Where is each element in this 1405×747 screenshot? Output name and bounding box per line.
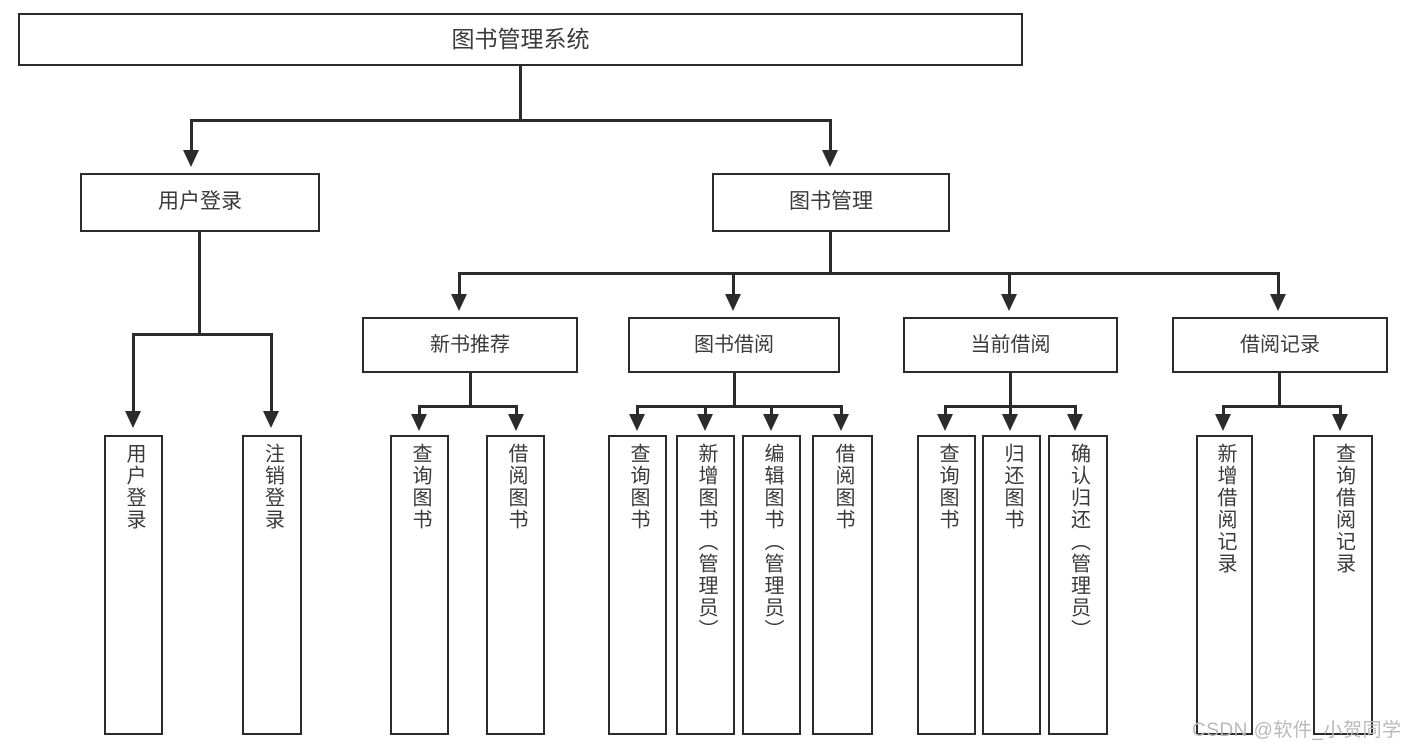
edge-borrow-record-split-bar — [1222, 405, 1342, 408]
node-label: 查询借阅记录 — [1332, 443, 1355, 575]
arrowhead-borrow-record-leaf-2 — [1332, 414, 1348, 431]
node-user-login[interactable]: 用户登录 — [80, 173, 320, 232]
node-label: 图书借阅 — [694, 333, 774, 356]
arrowhead-book-borrow-leaf-4 — [833, 414, 849, 431]
edge-book-manage-to-borrow-record — [1277, 272, 1280, 296]
edge-root-to-book-manage — [829, 119, 832, 152]
edge-user-login-to-leaf-2 — [270, 333, 273, 413]
leaf-book-borrow-borrow-book[interactable]: 借阅图书 — [812, 435, 873, 735]
edge-root-split-bar — [190, 119, 832, 122]
edge-user-login-stem — [198, 232, 201, 334]
node-label: 注销登录 — [261, 443, 284, 531]
edge-current-borrow-to-leaf-2 — [1009, 405, 1012, 417]
edge-book-manage-to-new-book — [458, 272, 461, 296]
leaf-current-borrow-query-book[interactable]: 查询图书 — [917, 435, 976, 735]
edge-book-manage-to-current-borrow — [1008, 272, 1011, 296]
node-current-borrow[interactable]: 当前借阅 — [903, 317, 1118, 373]
edge-new-book-stem — [469, 373, 472, 406]
leaf-new-book-query-book[interactable]: 查询图书 — [390, 435, 449, 735]
edge-book-manage-to-book-borrow — [732, 272, 735, 296]
arrowhead-new-book-leaf-1 — [411, 414, 427, 431]
edge-book-borrow-to-leaf-2 — [704, 405, 707, 417]
leaf-current-borrow-confirm-return-admin[interactable]: 确认归还（管理员） — [1048, 435, 1108, 735]
node-label: 查询图书 — [409, 443, 431, 531]
leaf-new-book-borrow-book[interactable]: 借阅图书 — [486, 435, 545, 735]
edge-borrow-record-to-leaf-2 — [1339, 405, 1342, 417]
node-label: 用户登录 — [158, 190, 242, 214]
node-label: 当前借阅 — [970, 333, 1051, 356]
leaf-user-login-login[interactable]: 用户登录 — [104, 435, 163, 735]
node-label: 查询图书 — [627, 443, 649, 531]
arrowhead-book-borrow — [725, 294, 741, 311]
edge-user-login-split-bar — [132, 333, 270, 336]
edge-book-borrow-split-bar — [636, 405, 843, 408]
arrowhead-user-login-leaf-2 — [263, 411, 279, 428]
leaf-book-borrow-query-book[interactable]: 查询图书 — [608, 435, 667, 735]
arrowhead-user-login — [183, 150, 199, 167]
node-label: 借阅图书 — [832, 443, 854, 531]
arrowhead-current-borrow-leaf-1 — [937, 414, 953, 431]
arrowhead-book-borrow-leaf-2 — [697, 414, 713, 431]
leaf-book-borrow-add-book-admin[interactable]: 新增图书（管理员） — [676, 435, 735, 735]
edge-new-book-split-bar — [418, 405, 518, 408]
node-borrow-record[interactable]: 借阅记录 — [1172, 317, 1388, 373]
csdn-watermark: CSDN @软件_小贺同学 — [1192, 720, 1402, 741]
arrowhead-current-borrow-leaf-3 — [1067, 414, 1083, 431]
node-label: 新书推荐 — [430, 333, 510, 356]
node-label: 借阅图书 — [505, 443, 527, 531]
edge-root-to-user-login — [190, 119, 193, 152]
edge-root-stem — [519, 66, 522, 119]
node-label: 新增借阅记录 — [1214, 443, 1236, 575]
arrowhead-book-manage — [822, 150, 838, 167]
leaf-current-borrow-return-book[interactable]: 归还图书 — [982, 435, 1041, 735]
edge-user-login-to-leaf-1 — [132, 333, 135, 413]
arrowhead-new-book-leaf-2 — [508, 414, 524, 431]
leaf-borrow-record-add-record[interactable]: 新增借阅记录 — [1196, 435, 1253, 735]
arrowhead-borrow-record-leaf-1 — [1215, 414, 1231, 431]
edge-book-borrow-stem — [733, 373, 736, 406]
node-label: 查询图书 — [936, 443, 958, 531]
node-new-book-recommend[interactable]: 新书推荐 — [362, 317, 578, 373]
edge-current-borrow-to-leaf-1 — [944, 405, 947, 417]
node-label: 图书管理 — [789, 190, 873, 214]
edge-borrow-record-to-leaf-1 — [1222, 405, 1225, 417]
arrowhead-borrow-record — [1270, 294, 1286, 311]
node-label: 新增图书（管理员） — [695, 443, 717, 641]
leaf-book-borrow-edit-book-admin[interactable]: 编辑图书（管理员） — [742, 435, 801, 735]
leaf-borrow-record-query-record[interactable]: 查询借阅记录 — [1313, 435, 1373, 735]
node-label: 借阅记录 — [1240, 333, 1320, 356]
edge-book-borrow-to-leaf-3 — [770, 405, 773, 417]
arrowhead-current-borrow-leaf-2 — [1002, 414, 1018, 431]
leaf-user-login-logout[interactable]: 注销登录 — [242, 435, 302, 735]
edge-new-book-to-leaf-2 — [515, 405, 518, 417]
arrowhead-new-book — [451, 294, 467, 311]
edge-current-borrow-stem — [1009, 373, 1012, 406]
node-label: 图书管理系统 — [451, 26, 590, 53]
edge-new-book-to-leaf-1 — [418, 405, 421, 417]
node-label: 确认归还（管理员） — [1067, 443, 1090, 641]
node-label: 用户登录 — [123, 443, 145, 531]
edge-book-borrow-to-leaf-4 — [840, 405, 843, 417]
arrowhead-user-login-leaf-1 — [125, 411, 141, 428]
node-book-manage[interactable]: 图书管理 — [712, 173, 950, 232]
edge-current-borrow-to-leaf-3 — [1074, 405, 1077, 417]
node-root-system[interactable]: 图书管理系统 — [18, 13, 1023, 66]
edge-book-manage-stem — [829, 232, 832, 273]
node-label: 归还图书 — [1001, 443, 1023, 531]
node-label: 编辑图书（管理员） — [761, 443, 783, 641]
edge-book-borrow-to-leaf-1 — [636, 405, 639, 417]
edge-borrow-record-stem — [1278, 373, 1281, 406]
node-book-borrow[interactable]: 图书借阅 — [628, 317, 840, 373]
arrowhead-book-borrow-leaf-3 — [763, 414, 779, 431]
edge-book-manage-split-bar — [458, 272, 1280, 275]
arrowhead-book-borrow-leaf-1 — [629, 414, 645, 431]
arrowhead-current-borrow — [1001, 294, 1017, 311]
